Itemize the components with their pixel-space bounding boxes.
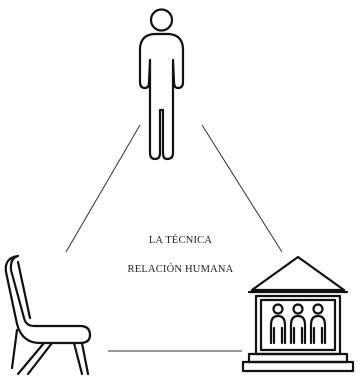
label-la-tecnica: LA TÉCNICA	[148, 235, 213, 246]
line-person-chair	[65, 124, 141, 253]
chair-icon	[4, 254, 92, 376]
label-relacion-humana: RELACIÓN HUMANA	[127, 264, 234, 275]
person-icon	[138, 8, 185, 161]
building-icon	[241, 255, 355, 373]
connector-lines	[65, 124, 283, 352]
line-person-building	[201, 124, 283, 253]
